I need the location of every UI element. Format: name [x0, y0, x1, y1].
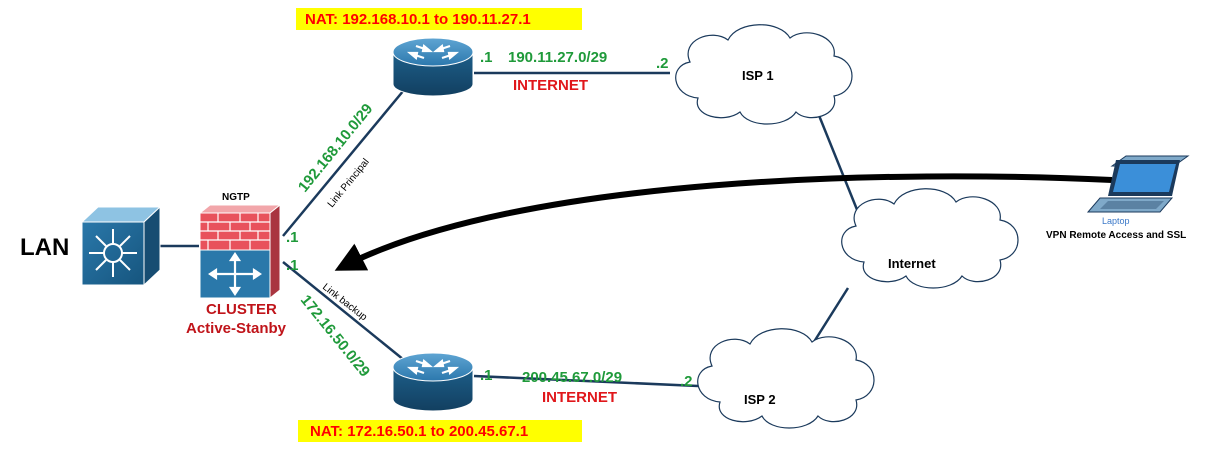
internet-label: Internet [888, 256, 936, 271]
router1-nat: NAT: 192.168.10.1 to 190.11.27.1 [305, 11, 531, 28]
principal-subnet: 192.168.10.0/29 [295, 101, 376, 196]
router1-subnet: 190.11.27.0/29 [508, 49, 607, 66]
router2-link-label: INTERNET [542, 389, 617, 406]
router1-wan-ip: .1 [480, 49, 493, 66]
router2-icon[interactable] [392, 352, 474, 412]
principal-link [282, 89, 405, 237]
router2-subnet: 200.45.67.0/29 [522, 369, 622, 386]
lan-label: LAN [20, 234, 69, 261]
isp2-ip: .2 [680, 373, 693, 390]
laptop-label: VPN Remote Access and SSL [1046, 230, 1186, 241]
router1-link-label: INTERNET [513, 77, 588, 94]
cluster-mode-label: Active-Stanby [186, 320, 287, 337]
isp1-label: ISP 1 [742, 68, 774, 83]
cluster-label: CLUSTER [206, 301, 277, 318]
isp1-cloud-icon[interactable] [675, 24, 853, 125]
isp1-ip: .2 [656, 55, 669, 72]
isp1-internet-link [814, 107, 864, 223]
router2-nat-highlight [298, 420, 582, 442]
lan-switch-icon[interactable] [80, 205, 162, 287]
laptop-icon[interactable] [1086, 155, 1190, 213]
router2-nat: NAT: 172.16.50.1 to 200.45.67.1 [310, 423, 528, 440]
internet-cloud-icon[interactable] [841, 188, 1019, 289]
principal-fw-ip: .1 [286, 229, 299, 246]
vpn-tunnel-arrow [334, 173, 1113, 271]
firewall-icon[interactable] [198, 203, 282, 300]
isp2-label: ISP 2 [744, 392, 776, 407]
router2-wan-ip: .1 [480, 367, 493, 384]
router1-nat-highlight [296, 8, 582, 30]
laptop-caption: Laptop [1102, 216, 1130, 226]
router1-icon[interactable] [392, 37, 474, 97]
isp2-cloud-icon[interactable] [697, 328, 875, 429]
backup-link [282, 261, 405, 361]
router2-isp2-link [473, 374, 699, 388]
backup-fw-ip: .1 [286, 257, 299, 274]
firewall-top-label: NGTP [222, 192, 250, 203]
